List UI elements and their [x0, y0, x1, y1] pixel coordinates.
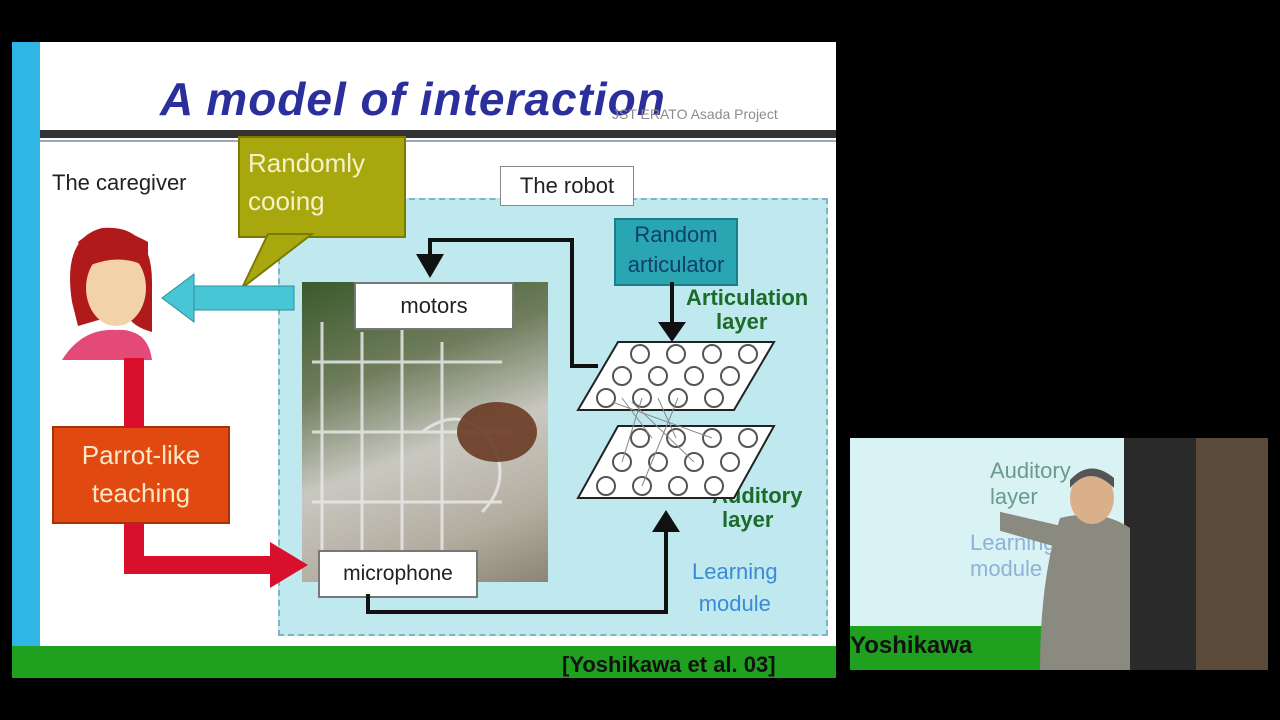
auditory-layer-line2: layer: [722, 507, 774, 532]
presenter-video-inset: Auditory layer Learning module Yoshikawa: [850, 438, 1268, 670]
inset-auditory-line2: layer: [990, 484, 1038, 509]
feedback-arrow: [428, 238, 598, 368]
inset-learning-line2: module: [970, 556, 1043, 581]
inset-auditory-line1: Auditory: [990, 458, 1071, 483]
parrot-line1: Parrot-like: [81, 440, 201, 470]
cooing-callout-tail: [241, 233, 315, 289]
inset-auditory-label: Auditory layer: [990, 458, 1071, 510]
articulation-layer-line1: Articulation: [686, 285, 809, 310]
robot-frame-illustration: [312, 322, 537, 562]
random-articulator-line2: articulator: [627, 252, 725, 277]
presenter-figure: [1000, 468, 1130, 670]
motors-box: motors: [354, 282, 514, 330]
learning-module-line1: Learning: [692, 559, 778, 584]
cooing-line1: Randomly: [248, 148, 366, 178]
mic-to-auditory-arrow: [366, 528, 668, 614]
robot-label: The robot: [500, 166, 634, 206]
learning-module-label: Learning module: [692, 556, 778, 620]
inset-wall: [1196, 438, 1268, 670]
slide: A model of interaction JST ERATO Asada P…: [12, 42, 836, 678]
microphone-box: microphone: [318, 550, 478, 598]
random-articulator-line1: Random: [634, 222, 718, 247]
robot-to-caregiver-arrow: [161, 273, 295, 323]
articulation-layer-line2: layer: [716, 309, 768, 334]
slide-accent-bar: [12, 42, 40, 678]
title-divider-thin: [40, 140, 836, 142]
slide-title: A model of interaction: [160, 73, 666, 125]
slide-footer-bar: [12, 646, 836, 678]
teaching-path-arrow: [124, 358, 308, 588]
cooing-callout-text: Randomly cooing: [248, 144, 365, 220]
articulator-arrowhead: [658, 322, 686, 342]
robot-photo: [302, 282, 548, 582]
title-divider: [40, 130, 836, 138]
articulation-layer-label: Articulation layer: [686, 286, 808, 334]
random-articulator-box: Random articulator: [614, 218, 738, 286]
cooing-callout: Randomly cooing: [238, 136, 406, 238]
auditory-arrowhead: [652, 510, 680, 532]
slide-credit: JST ERATO Asada Project: [612, 106, 778, 122]
parrot-line2: teaching: [91, 478, 191, 508]
cooing-line2: cooing: [248, 186, 325, 216]
slide-citation: [Yoshikawa et al. 03]: [562, 652, 776, 677]
parrot-teaching-box: Parrot-like teaching: [52, 426, 230, 524]
motors-arrowhead: [416, 254, 444, 278]
inset-citation: Yoshikawa: [850, 632, 973, 659]
diagram-overlay: [62, 227, 776, 614]
caregiver-label: The caregiver: [52, 170, 187, 195]
caregiver-icon: [62, 227, 152, 360]
articulation-layer-grid: [576, 341, 776, 411]
layer-connections: [611, 397, 713, 487]
learning-module-line2: module: [698, 591, 771, 616]
auditory-layer-grid: [576, 425, 776, 499]
